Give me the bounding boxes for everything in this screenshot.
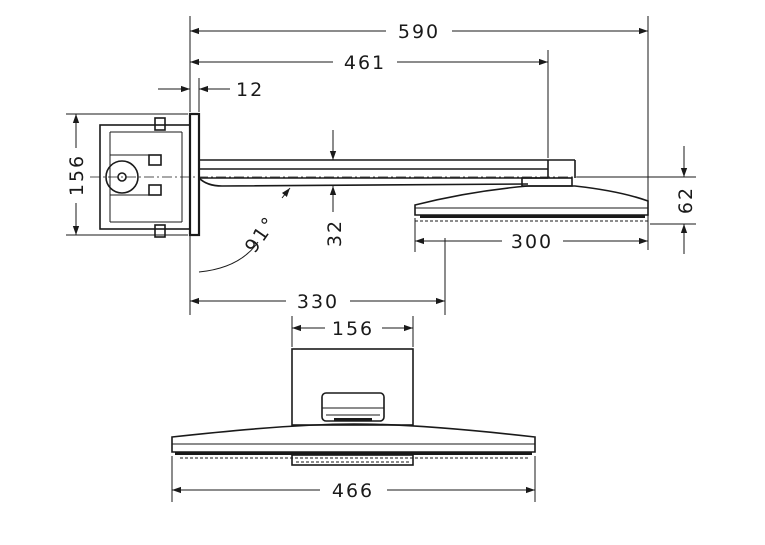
dim-connector-width: 156 xyxy=(291,316,414,347)
shower-arm xyxy=(198,159,576,187)
front-joint xyxy=(321,392,385,422)
front-wall-plate xyxy=(291,348,414,426)
dim-wall-plate-height: 156 xyxy=(66,113,188,236)
dim-head-height: 62 xyxy=(577,146,697,254)
dim-330-label: 330 xyxy=(297,291,339,313)
dim-head-width: 466 xyxy=(171,456,536,502)
dim-32-label: 32 xyxy=(324,219,346,247)
dim-arm-length: 461 xyxy=(190,50,549,158)
dim-overall-length: 590 xyxy=(189,16,649,250)
dim-head-depth: 300 xyxy=(414,218,648,253)
dim-arm-thickness: 32 xyxy=(324,130,346,247)
dim-head-offset: 330 xyxy=(189,236,446,315)
dim-12-label: 12 xyxy=(236,79,264,101)
dim-62-label: 62 xyxy=(675,186,697,214)
dim-156-horizontal-label: 156 xyxy=(332,318,374,340)
dim-156-vertical-label: 156 xyxy=(66,154,88,196)
dim-300-label: 300 xyxy=(511,231,553,253)
front-view: 156 466 xyxy=(171,316,536,502)
wall-plate xyxy=(188,112,201,237)
dim-plate-thickness: 12 xyxy=(158,78,264,112)
wall-box xyxy=(99,117,191,238)
shower-head-side xyxy=(414,185,649,222)
dim-angle-label: 91° xyxy=(241,212,282,257)
dim-590-label: 590 xyxy=(398,21,440,43)
shower-head-front xyxy=(171,423,536,466)
side-view: 590 461 12 156 32 xyxy=(66,16,697,315)
dim-angle: 91° xyxy=(198,187,291,273)
dim-461-label: 461 xyxy=(344,52,386,74)
dim-466-label: 466 xyxy=(332,480,374,502)
